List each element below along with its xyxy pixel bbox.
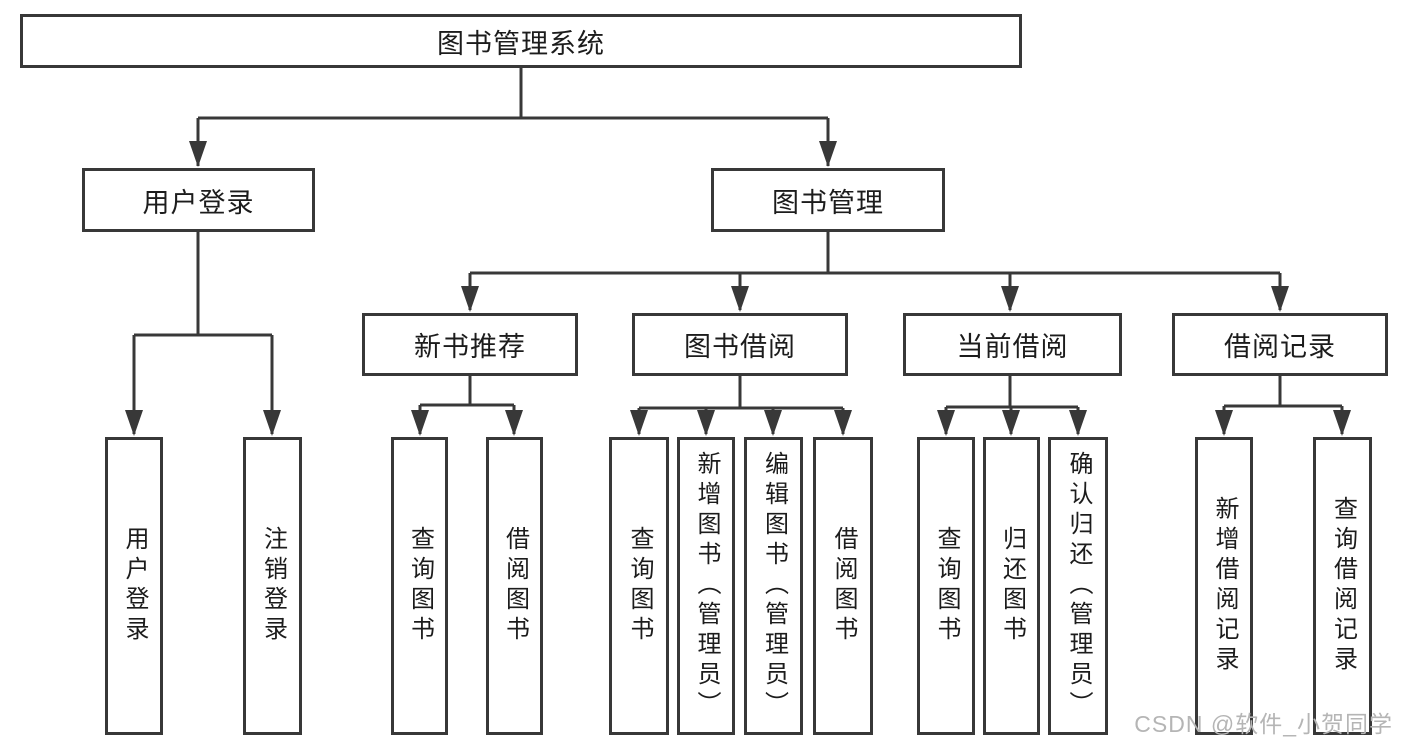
node-book-management: 图书管理 [711,168,945,232]
leaf-return-books: 归还图书 [983,437,1040,735]
node-book-borrowing: 图书借阅 [632,313,848,376]
leaf-confirm-return-admin: 确认归还（管理员） [1048,437,1108,735]
leaf-query-books-2: 查询图书 [609,437,669,735]
leaf-add-books-admin: 新增图书（管理员） [677,437,735,735]
leaf-user-login: 用户登录 [105,437,163,735]
leaf-borrow-books-1: 借阅图书 [486,437,543,735]
leaf-query-books-3: 查询图书 [917,437,975,735]
leaf-logout: 注销登录 [243,437,302,735]
node-user-login: 用户登录 [82,168,315,232]
leaf-query-books-1: 查询图书 [391,437,448,735]
csdn-watermark: CSDN @软件_小贺同学 [1134,711,1393,737]
node-borrow-records: 借阅记录 [1172,313,1388,376]
leaf-edit-books-admin: 编辑图书（管理员） [744,437,803,735]
node-current-borrowing: 当前借阅 [903,313,1122,376]
node-new-book-recommend: 新书推荐 [362,313,578,376]
node-library-system: 图书管理系统 [20,14,1022,68]
leaf-borrow-books-2: 借阅图书 [813,437,873,735]
leaf-query-borrow-record: 查询借阅记录 [1313,437,1372,735]
leaf-add-borrow-record: 新增借阅记录 [1195,437,1253,735]
